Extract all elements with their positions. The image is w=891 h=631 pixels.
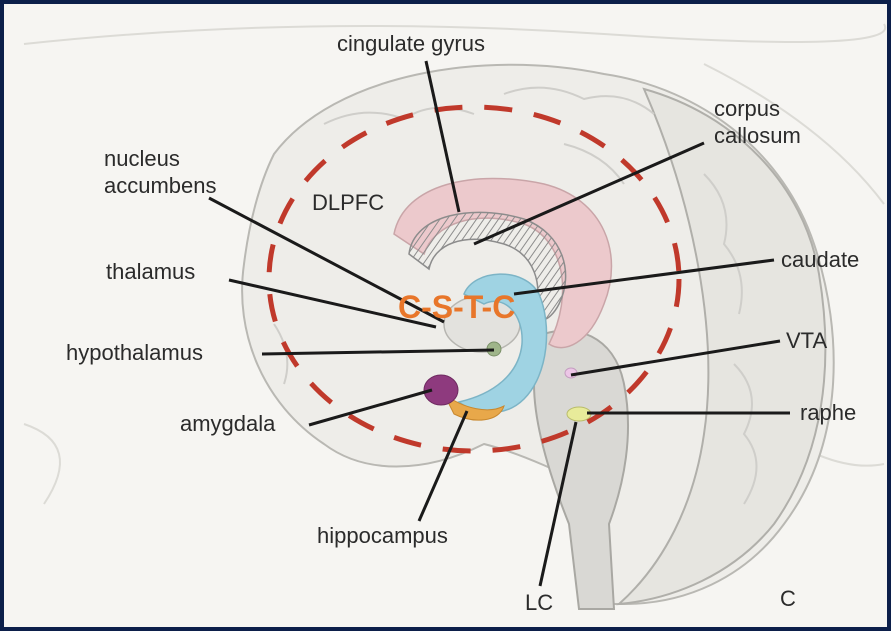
label-thalamus: thalamus bbox=[106, 260, 195, 284]
label-nucleus-accumbens-line1: nucleus bbox=[104, 147, 180, 171]
label-corpus-callosum-line2: callosum bbox=[714, 124, 801, 148]
label-hypothalamus: hypothalamus bbox=[66, 341, 203, 365]
label-lc: LC bbox=[525, 591, 553, 615]
circuit-label: C-S-T-C bbox=[398, 289, 515, 326]
label-raphe: raphe bbox=[800, 401, 856, 425]
label-hippocampus: hippocampus bbox=[317, 524, 448, 548]
label-vta: VTA bbox=[786, 329, 827, 353]
label-corpus-callosum-line1: corpus bbox=[714, 97, 780, 121]
label-nucleus-accumbens-line2: accumbens bbox=[104, 174, 217, 198]
label-amygdala: amygdala bbox=[180, 412, 275, 436]
panel-letter: C bbox=[780, 587, 796, 611]
label-cingulate-gyrus: cingulate gyrus bbox=[337, 32, 485, 56]
label-dlpfc: DLPFC bbox=[312, 191, 384, 215]
label-caudate: caudate bbox=[781, 248, 859, 272]
